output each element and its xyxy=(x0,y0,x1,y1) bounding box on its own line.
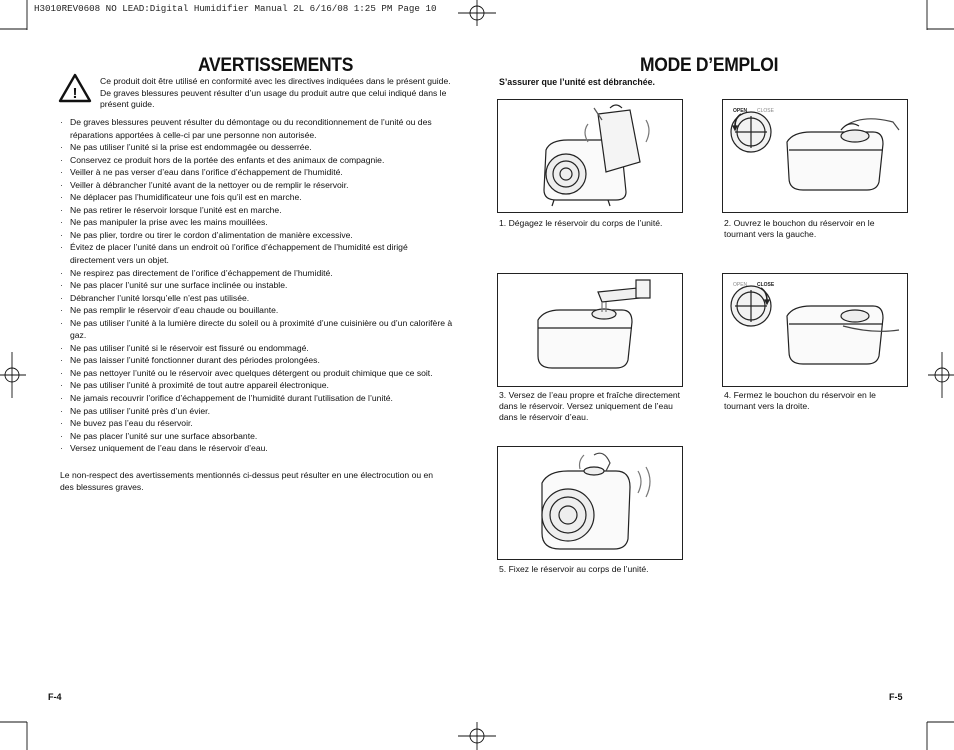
warning-item: Ne pas placer l’unité sur une surface ab… xyxy=(60,430,455,443)
warning-item: Ne pas utiliser l’unité près d’un évier. xyxy=(60,405,455,418)
warning-item: De graves blessures peuvent résulter du … xyxy=(60,116,455,141)
step-2-caption: 2. Ouvrez le bouchon du réservoir en le … xyxy=(724,218,899,240)
warning-item: Débrancher l’unité lorsqu’elle n’est pas… xyxy=(60,292,455,305)
warning-item: Ne pas retirer le réservoir lorsque l’un… xyxy=(60,204,455,217)
step-5-caption: 5. Fixez le réservoir au corps de l’unit… xyxy=(499,564,681,575)
print-header: H3010REV0608 NO LEAD:Digital Humidifier … xyxy=(34,3,437,14)
page-number-right: F-5 xyxy=(889,692,903,702)
warning-item: Ne buvez pas l’eau du réservoir. xyxy=(60,417,455,430)
step-1-number: 1. xyxy=(499,218,507,228)
step-4-text: Fermez le bouchon du réservoir en le tou… xyxy=(724,390,876,411)
warning-item: Ne pas utiliser l’unité si la prise est … xyxy=(60,141,455,154)
step-1-illustration xyxy=(497,99,683,213)
step-3-caption: 3. Versez de l’eau propre et fraîche dir… xyxy=(499,390,681,423)
step-3-number: 3. xyxy=(499,390,507,400)
warning-item: Ne pas utiliser l’unité si le réservoir … xyxy=(60,342,455,355)
step-4-caption: 4. Fermez le bouchon du réservoir en le … xyxy=(724,390,896,412)
warning-item: Ne pas laisser l’unité fonctionner duran… xyxy=(60,354,455,367)
warnings-list: De graves blessures peuvent résulter du … xyxy=(60,116,455,455)
fill-tank-illustration xyxy=(537,279,651,369)
warnings-footer: Le non-respect des avertissements mentio… xyxy=(60,470,434,492)
cap-open-illustration: OPEN CLOSE xyxy=(730,108,900,191)
warning-item: Veiller à débrancher l’unité avant de la… xyxy=(60,179,455,192)
attach-tank-illustration xyxy=(541,452,651,550)
step-1-text: Dégagez le réservoir du corps de l’unité… xyxy=(508,218,663,228)
warning-item: Ne pas nettoyer l’unité ou le réservoir … xyxy=(60,367,455,380)
warning-triangle-icon: ! xyxy=(58,73,92,103)
step-1-caption: 1. Dégagez le réservoir du corps de l’un… xyxy=(499,218,684,229)
cap-open-label: OPEN xyxy=(733,108,748,114)
warning-item: Évitez de placer l’unité dans un endroit… xyxy=(60,241,455,266)
warning-item: Ne pas utiliser l’unité à proximité de t… xyxy=(60,379,455,392)
step-4-illustration: OPEN CLOSE xyxy=(722,273,908,387)
step-5-illustration xyxy=(497,446,683,560)
warnings-title: AVERTISSEMENTS xyxy=(198,55,354,76)
instructions-subheading: S’assurer que l’unité est débranchée. xyxy=(499,77,655,87)
warning-item: Ne respirez pas directement de l’orifice… xyxy=(60,267,455,280)
warning-item: Veiller à ne pas verser d’eau dans l’ori… xyxy=(60,166,455,179)
warning-item: Conservez ce produit hors de la portée d… xyxy=(60,154,455,167)
warning-item: Ne jamais recouvrir l’orifice d’échappem… xyxy=(60,392,455,405)
page-number-left: F-4 xyxy=(48,692,62,702)
warning-item: Ne pas utiliser l’unité à la lumière dir… xyxy=(60,317,455,342)
warning-item: Ne déplacer pas l’humidificateur une foi… xyxy=(60,191,455,204)
svg-text:!: ! xyxy=(73,85,78,102)
step-2-text: Ouvrez le bouchon du réservoir en le tou… xyxy=(724,218,875,239)
step-5-text: Fixez le réservoir au corps de l’unité. xyxy=(508,564,649,574)
cap-open-label: OPEN xyxy=(733,282,748,288)
warnings-intro: Ce produit doit être utilisé en conformi… xyxy=(100,76,451,110)
cap-close-label: CLOSE xyxy=(757,282,775,288)
warning-item: Versez uniquement de l’eau dans le réser… xyxy=(60,442,455,455)
step-5-number: 5. xyxy=(499,564,507,574)
instructions-title: MODE D’EMPLOI xyxy=(640,55,779,76)
step-2-number: 2. xyxy=(724,218,732,228)
step-4-number: 4. xyxy=(724,390,732,400)
cap-close-label: CLOSE xyxy=(757,108,775,114)
warning-item: Ne pas plier, tordre ou tirer le cordon … xyxy=(60,229,455,242)
step-3-text: Versez de l’eau propre et fraîche direct… xyxy=(499,390,681,422)
humidifier-tank-removal-illustration xyxy=(543,104,650,207)
step-3-illustration xyxy=(497,273,683,387)
cap-close-illustration: OPEN CLOSE xyxy=(730,282,900,365)
step-2-illustration: OPEN CLOSE xyxy=(722,99,908,213)
warning-item: Ne pas remplir le réservoir d’eau chaude… xyxy=(60,304,455,317)
warning-item: Ne pas manipuler la prise avec les mains… xyxy=(60,216,455,229)
warning-item: Ne pas placer l’unité sur une surface in… xyxy=(60,279,455,292)
